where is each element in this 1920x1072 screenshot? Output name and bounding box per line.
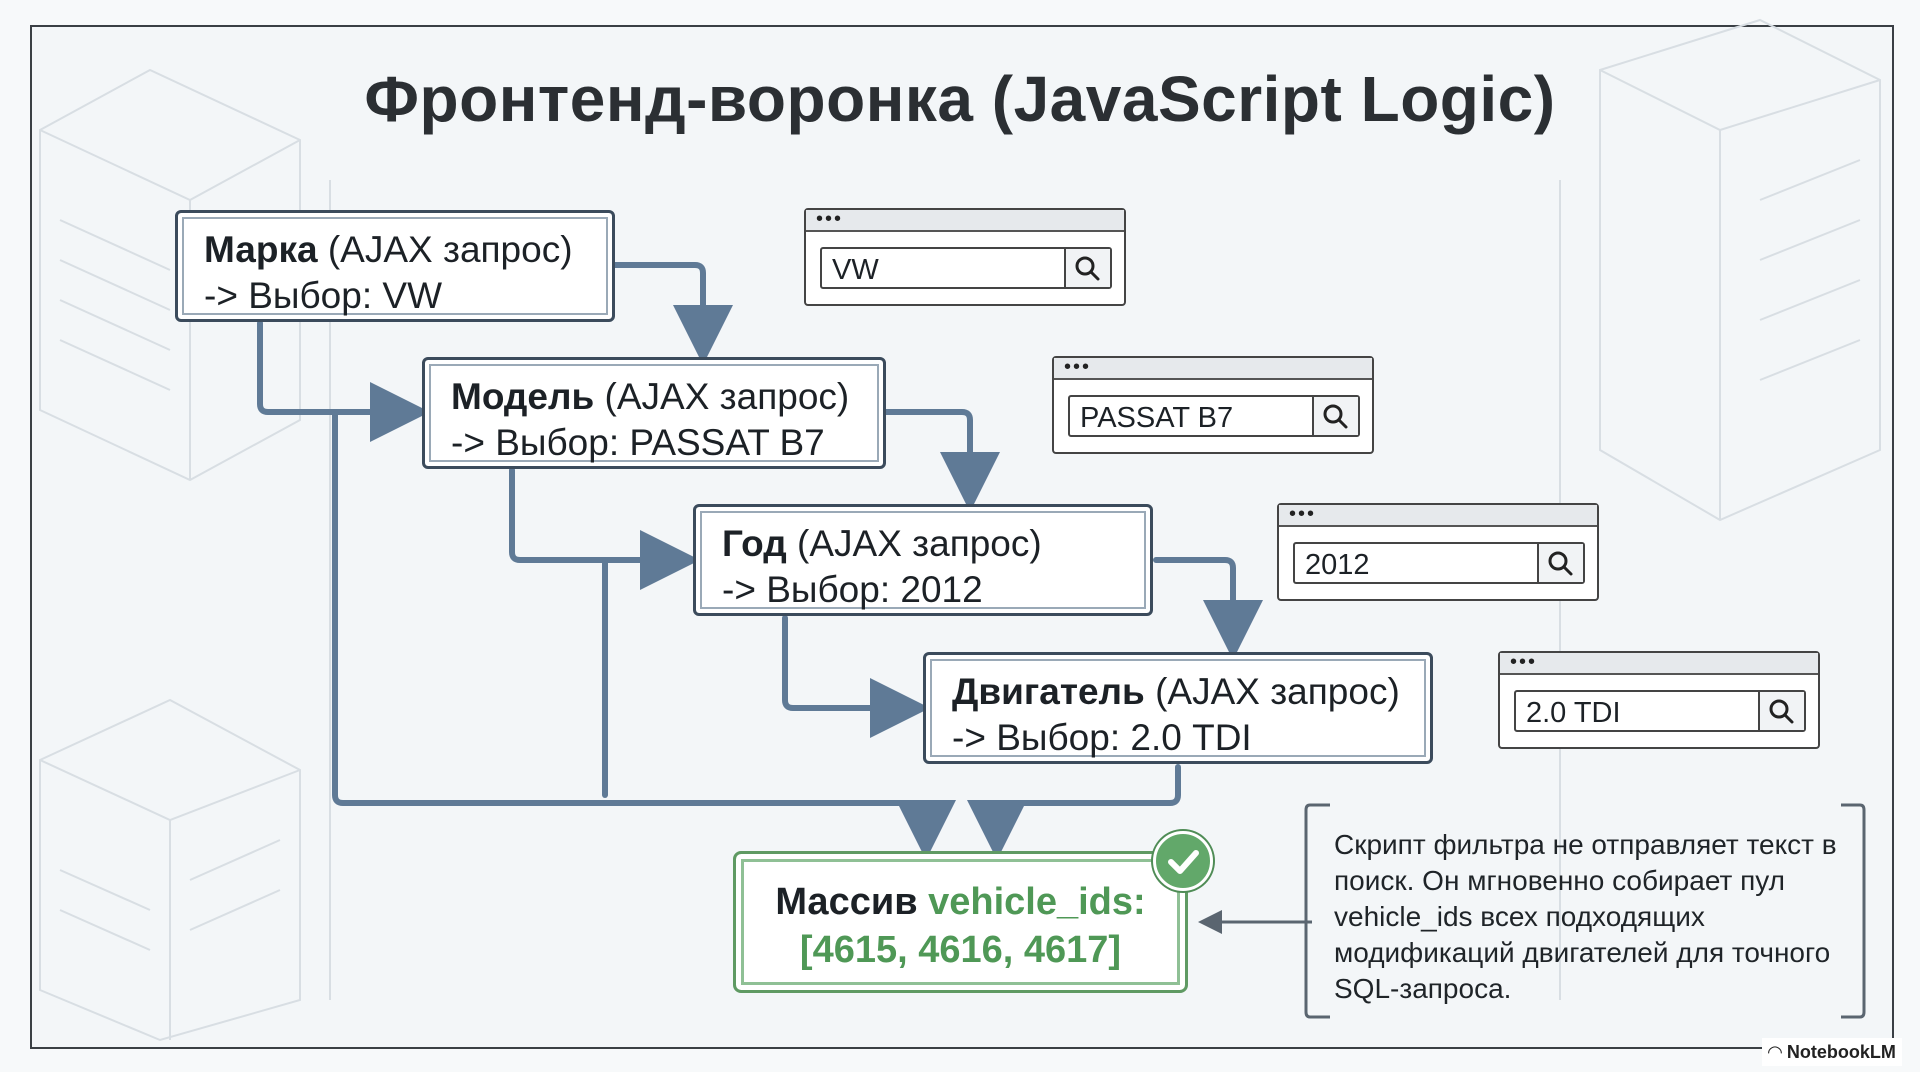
step-choice: -> Выбор: 2.0 TDI	[952, 717, 1252, 758]
step-request: (AJAX запрос)	[327, 229, 573, 270]
search-icon	[1323, 404, 1348, 429]
search-input-value: PASSAT B7	[1080, 402, 1234, 434]
step-name: Марка	[204, 229, 318, 270]
search-button[interactable]	[1537, 544, 1583, 582]
explanation-note: Скрипт фильтра не отправляет текст в пои…	[1334, 829, 1837, 1004]
browser-titlebar: •••	[1054, 356, 1372, 380]
checkmark-icon	[1153, 831, 1213, 891]
browser-titlebar: •••	[1279, 503, 1597, 527]
window-dots-icon: •••	[816, 208, 844, 230]
window-dots-icon: •••	[1510, 651, 1538, 673]
search-input-value: VW	[832, 254, 879, 286]
browser-window-engine: ••• 2.0 TDI	[1498, 651, 1820, 749]
step-name: Год	[722, 523, 787, 564]
notebooklm-logo: ◠ NotebookLM	[1762, 1038, 1902, 1066]
browser-titlebar: •••	[1500, 651, 1818, 675]
search-input-value: 2012	[1305, 549, 1370, 581]
search-input[interactable]: 2.0 TDI	[1514, 690, 1806, 732]
step-year: Год (AJAX запрос) -> Выбор: 2012	[693, 504, 1153, 616]
search-input-value: 2.0 TDI	[1526, 697, 1621, 729]
branding-label: NotebookLM	[1786, 1042, 1896, 1062]
window-dots-icon: •••	[1289, 503, 1317, 525]
browser-window-brand: ••• VW	[804, 208, 1126, 306]
result-label: Массив	[775, 881, 918, 923]
search-input[interactable]: VW	[820, 247, 1112, 289]
step-choice: -> Выбор: VW	[204, 275, 442, 316]
step-name: Двигатель	[952, 671, 1145, 712]
search-input[interactable]: PASSAT B7	[1068, 395, 1360, 437]
step-choice: -> Выбор: 2012	[722, 569, 983, 610]
step-brand: Марка (AJAX запрос) -> Выбор: VW	[175, 210, 615, 322]
search-button[interactable]	[1312, 397, 1358, 435]
search-button[interactable]	[1064, 249, 1110, 287]
search-icon	[1075, 256, 1100, 281]
search-icon	[1769, 699, 1794, 724]
search-input[interactable]: 2012	[1293, 542, 1585, 584]
window-dots-icon: •••	[1064, 356, 1092, 378]
search-icon	[1548, 551, 1573, 576]
step-request: (AJAX запрос)	[797, 523, 1042, 564]
step-request: (AJAX запрос)	[604, 376, 850, 417]
step-choice: -> Выбор: PASSAT B7	[451, 422, 825, 463]
step-engine: Двигатель (AJAX запрос) -> Выбор: 2.0 TD…	[923, 652, 1433, 764]
step-request: (AJAX запрос)	[1155, 671, 1400, 712]
result-box: Массив vehicle_ids: [4615, 4616, 4617]	[733, 851, 1188, 993]
browser-titlebar: •••	[806, 208, 1124, 232]
step-model: Модель (AJAX запрос) -> Выбор: PASSAT B7	[422, 357, 886, 469]
browser-window-year: ••• 2012	[1277, 503, 1599, 601]
result-values: [4615, 4616, 4617]	[799, 929, 1122, 971]
result-variable: vehicle_ids:	[928, 881, 1146, 923]
browser-window-model: ••• PASSAT B7	[1052, 356, 1374, 454]
step-name: Модель	[451, 376, 595, 417]
search-button[interactable]	[1758, 692, 1804, 730]
branding-icon: ◠	[1768, 1042, 1782, 1062]
page-title: Фронтенд-воронка (JavaScript Logic)	[364, 63, 1556, 135]
